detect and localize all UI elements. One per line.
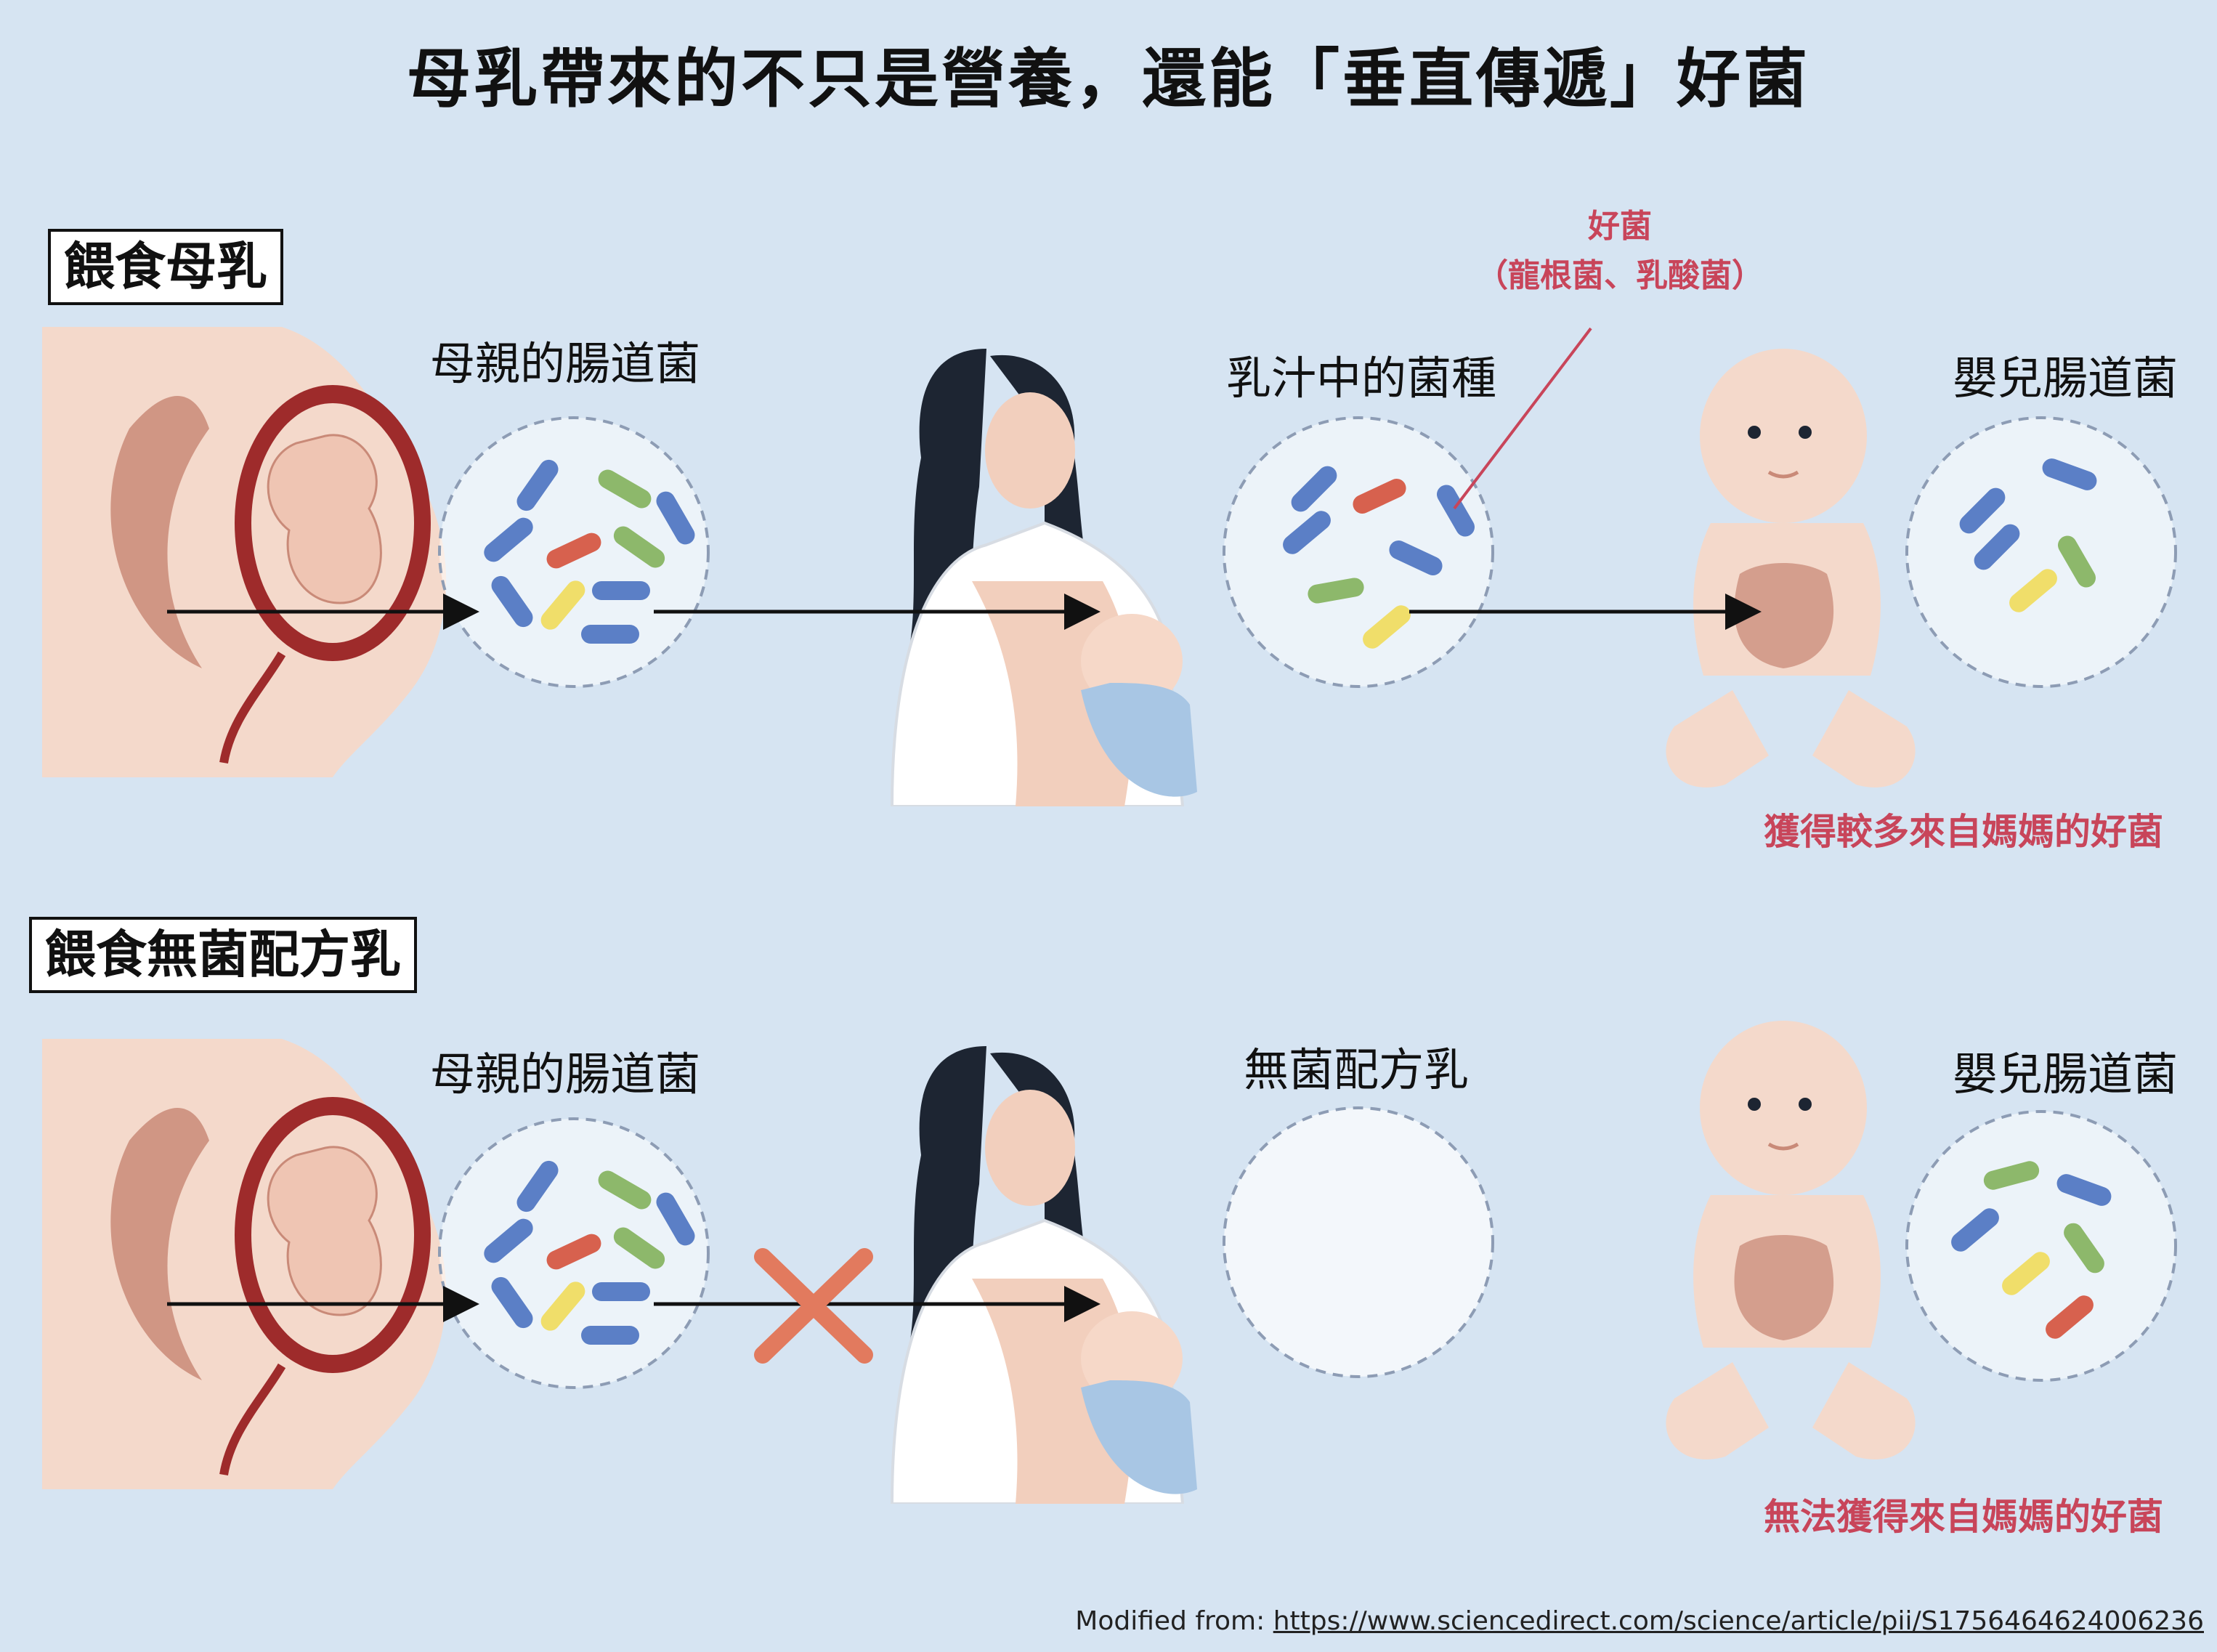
mother-gut-bacteria-circle-row2 — [438, 1117, 710, 1389]
bacterium-icon — [1353, 479, 1406, 514]
page-title: 母乳帶來的不只是營養，還能「垂直傳遞」好菌 — [406, 41, 1810, 116]
pregnant-mother-illustration-row1 — [42, 327, 446, 777]
bacterium-icon — [613, 1227, 665, 1269]
good-bacteria-callout-title: 好菌 — [1588, 208, 1652, 245]
cross-icon — [754, 1248, 873, 1364]
bacterium-icon — [491, 575, 533, 628]
infant-gut-label-row1: 嬰兒腸道菌 — [1953, 352, 2179, 405]
bacterium-icon — [1959, 487, 2006, 534]
bacterium-icon — [540, 1281, 585, 1331]
infant-illustration-row2 — [1666, 1021, 1915, 1459]
bacterium-icon — [1437, 485, 1475, 537]
pregnant-mother-illustration-row2 — [42, 1039, 446, 1489]
bacterium-icon — [1283, 511, 1331, 554]
bacterium-icon — [1389, 540, 1443, 575]
breastfeeding-mother-illustration-row2 — [891, 1045, 1199, 1504]
infant-gut-bacteria-circle-row1 — [1905, 416, 2177, 688]
section-label-formula: 餵食無菌配方乳 — [29, 917, 417, 993]
infant-illustration-row1 — [1666, 349, 1915, 787]
breastfeeding-mother-illustration — [891, 347, 1199, 806]
bacterium-icon — [656, 491, 695, 545]
bacterium-icon — [1308, 578, 1364, 604]
bacterium-icon — [2002, 1252, 2050, 1295]
source-citation: Modified from: https://www.sciencedirect… — [1075, 1606, 2204, 1636]
result-text-row1: 獲得較多來自媽媽的好菌 — [1764, 811, 2163, 853]
bacterium-icon — [1983, 1161, 2040, 1190]
bacterium-icon — [2064, 1223, 2104, 1274]
formula-label: 無菌配方乳 — [1244, 1043, 1470, 1096]
bacterium-icon — [484, 517, 533, 562]
bacterium-icon — [2046, 1295, 2094, 1339]
bacterium-icon — [516, 459, 559, 511]
good-bacteria-callout: 好菌 （龍根菌、乳酸菌） — [1475, 202, 1765, 301]
bacterium-icon — [2056, 1174, 2112, 1206]
mother-gut-label-row1: 母親的腸道菌 — [430, 337, 701, 390]
bacterium-icon — [540, 580, 585, 630]
bacterium-icon — [656, 1192, 695, 1246]
bacterium-icon — [2042, 458, 2097, 490]
bacterium-icon — [484, 1218, 533, 1263]
bacterium-icon — [592, 581, 650, 600]
bacterium-icon — [516, 1160, 559, 1212]
callout-pointer-line — [1453, 327, 1592, 510]
infant-gut-bacteria-circle-row2 — [1905, 1110, 2177, 1382]
bacterium-icon — [1974, 524, 2020, 570]
bacterium-icon — [491, 1276, 533, 1329]
bacterium-icon — [546, 533, 601, 569]
source-url-link[interactable]: https://www.sciencedirect.com/science/ar… — [1273, 1606, 2204, 1636]
bacterium-icon — [1363, 605, 1411, 649]
section-label-breastfeeding: 餵食母乳 — [48, 229, 283, 305]
infant-gut-label-row2: 嬰兒腸道菌 — [1953, 1048, 2179, 1101]
bacterium-icon — [1951, 1208, 1999, 1252]
bacterium-icon — [546, 1234, 601, 1270]
bacterium-icon — [581, 625, 639, 644]
good-bacteria-callout-detail: （龍根菌、乳酸菌） — [1476, 257, 1764, 295]
bacterium-icon — [2058, 535, 2096, 588]
bacterium-icon — [1291, 466, 1337, 512]
milk-bacteria-circle — [1223, 416, 1494, 688]
mother-gut-label-row2: 母親的腸道菌 — [430, 1048, 701, 1101]
bacterium-icon — [2009, 569, 2057, 612]
source-prefix: Modified from: — [1075, 1606, 1273, 1636]
result-text-row2: 無法獲得來自媽媽的好菌 — [1764, 1496, 2163, 1538]
bacterium-icon — [592, 1282, 650, 1301]
bacterium-icon — [613, 526, 665, 568]
formula-empty-circle — [1223, 1106, 1494, 1378]
bacterium-icon — [581, 1326, 639, 1345]
bacterium-icon — [598, 1170, 652, 1210]
bacterium-icon — [598, 469, 652, 509]
milk-bacteria-label: 乳汁中的菌種 — [1226, 352, 1497, 405]
mother-gut-bacteria-circle-row1 — [438, 416, 710, 688]
